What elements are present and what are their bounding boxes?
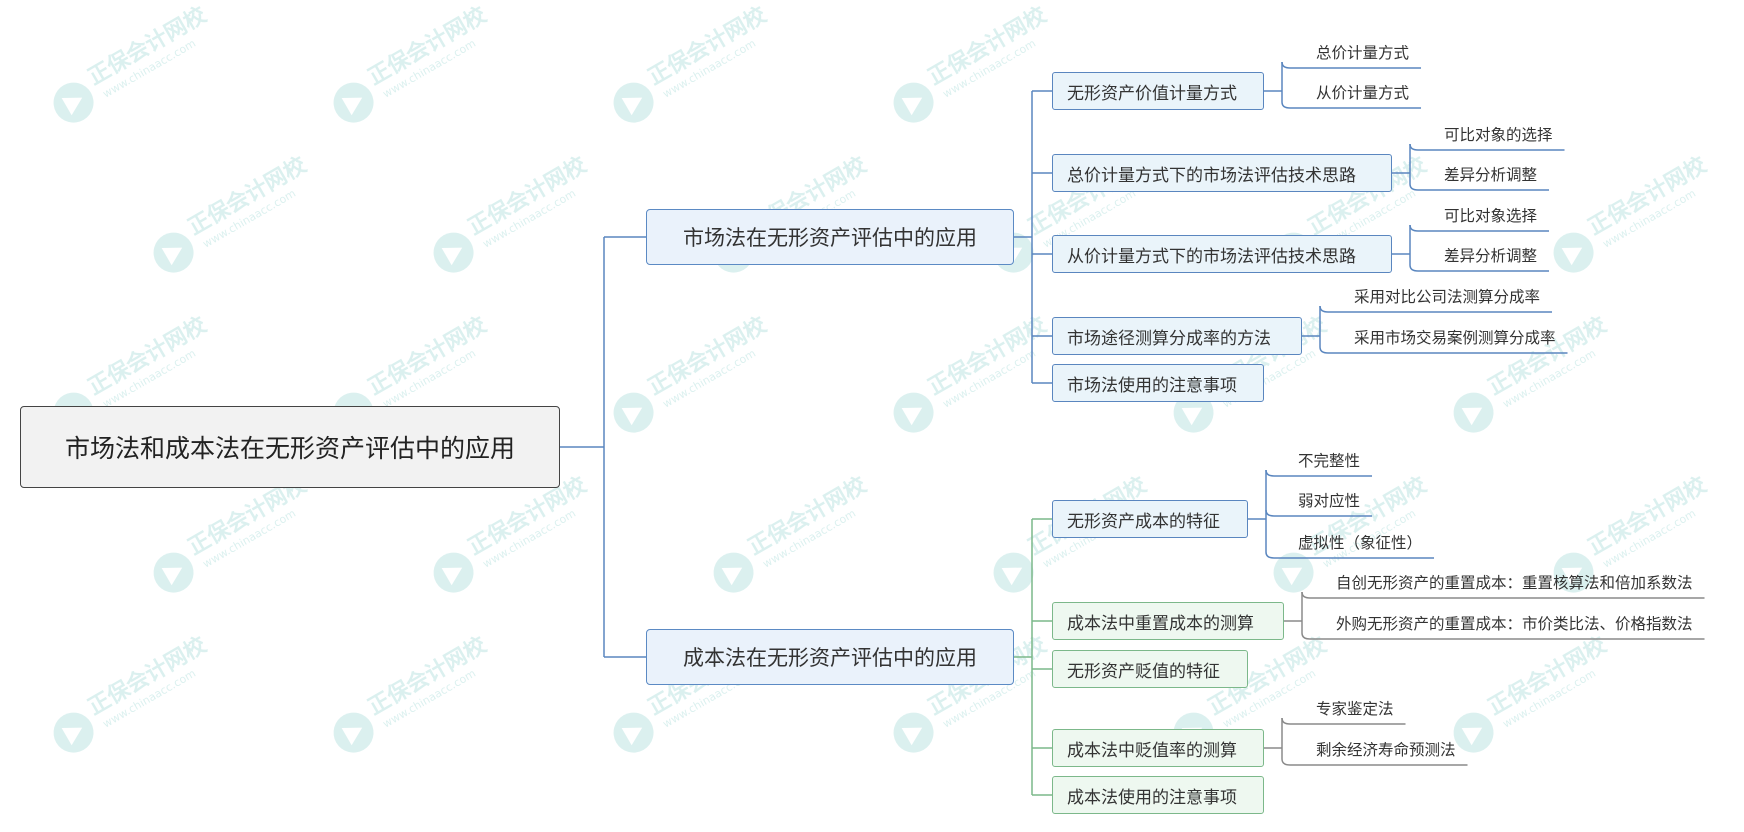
royalty-leaves-underline [1319,346,1568,354]
subtopic-cost-characteristics[interactable]: 无形资产成本的特征 [1052,500,1248,538]
leaf-weak-correspondence[interactable]: 弱对应性 [1298,492,1361,510]
leaf-purchased-replacement-cost[interactable]: 外购无形资产的重置成本：市价类比法、价格指数法 [1336,615,1693,633]
main-topic-market-approach[interactable]: 市场法在无形资产评估中的应用 [646,209,1014,265]
total-leaves-underline [1409,183,1550,191]
subtopic-value-measurement[interactable]: 无形资产价值计量方式 [1052,72,1264,110]
leaf-market-transaction-method[interactable]: 采用市场交易案例测算分成率 [1354,329,1556,347]
unit-leaves-underline [1409,224,1550,232]
leaf-comparable-selection-1[interactable]: 可比对象的选择 [1444,126,1553,144]
leaf-difference-adjustment-2[interactable]: 差异分析调整 [1444,247,1538,265]
leaf-expert-appraisal[interactable]: 专家鉴定法 [1316,700,1394,718]
cost-char-leaves-underline [1265,509,1373,517]
leaf-comparable-company-method[interactable]: 采用对比公司法测算分成率 [1354,288,1541,306]
subtopic-royalty-rate-methods[interactable]: 市场途径测算分成率的方法 [1052,317,1302,355]
total-leaves-underline [1409,143,1565,151]
cost-char-leaves-underline [1265,551,1435,559]
depreciation-leaves-underline [1281,717,1406,725]
leaf-difference-adjustment-1[interactable]: 差异分析调整 [1444,166,1538,184]
subtopic-depreciation-characteristics[interactable]: 无形资产贬值的特征 [1052,650,1248,688]
value-leaves-underline [1281,101,1422,109]
cost-char-leaves-underline [1265,469,1373,477]
leaf-incompleteness[interactable]: 不完整性 [1298,452,1361,470]
main-topic-cost-approach[interactable]: 成本法在无形资产评估中的应用 [646,629,1014,685]
subtopic-market-approach-notes[interactable]: 市场法使用的注意事项 [1052,364,1264,402]
replacement-leaves-underline [1301,632,1705,640]
subtopic-depreciation-rate[interactable]: 成本法中贬值率的测算 [1052,729,1264,767]
leaf-unit-price[interactable]: 从价计量方式 [1316,84,1410,102]
subtopic-total-price-approach[interactable]: 总价计量方式下的市场法评估技术思路 [1052,154,1392,192]
unit-leaves-underline [1409,264,1550,272]
subtopic-unit-price-approach[interactable]: 从价计量方式下的市场法评估技术思路 [1052,235,1392,273]
leaf-self-created-replacement-cost[interactable]: 自创无形资产的重置成本：重置核算法和倍加系数法 [1336,574,1693,592]
depreciation-leaves-underline [1281,758,1468,766]
subtopic-cost-approach-notes[interactable]: 成本法使用的注意事项 [1052,776,1264,814]
royalty-leaves-underline [1319,305,1553,313]
root-topic[interactable]: 市场法和成本法在无形资产评估中的应用 [20,406,560,488]
subtopic-replacement-cost[interactable]: 成本法中重置成本的测算 [1052,602,1284,640]
leaf-comparable-selection-2[interactable]: 可比对象选择 [1444,207,1538,225]
value-leaves-underline [1281,61,1422,69]
replacement-leaves-underline [1301,591,1705,599]
leaf-virtuality[interactable]: 虚拟性（象征性） [1298,534,1423,552]
leaf-total-price[interactable]: 总价计量方式 [1316,44,1410,62]
leaf-remaining-life-forecast[interactable]: 剩余经济寿命预测法 [1316,741,1456,759]
